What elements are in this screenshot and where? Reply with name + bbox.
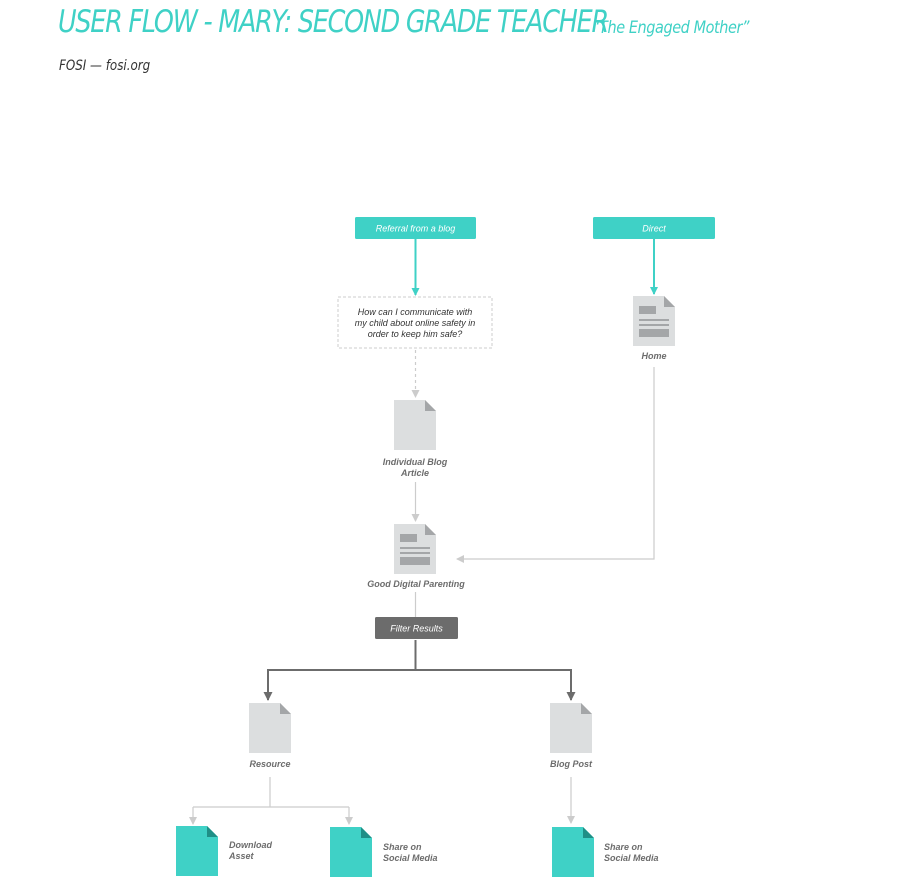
entry-referral: Referral from a blog (355, 217, 476, 239)
document-icon (394, 400, 436, 450)
home-label: Home (641, 351, 666, 361)
node-resource: Resource (249, 703, 291, 769)
node-individual-blog-article: Individual Blog Article (383, 400, 448, 478)
action-download-asset: Download Asset (176, 826, 272, 876)
action-share-resource: Share on Social Media (330, 827, 438, 877)
page-title: USER FLOW - MARY: SECOND GRADE TEACHER (58, 4, 609, 40)
share-b-label-line-2: Social Media (604, 853, 659, 863)
article-label-line-1: Individual Blog (383, 457, 448, 467)
action-share-blog-post: Share on Social Media (552, 827, 659, 877)
share-b-label-line-1: Share on (604, 842, 643, 852)
page-subtitle: “The Engaged Mother” (592, 18, 750, 38)
teal-document-icon (176, 826, 218, 876)
entry-referral-label: Referral from a blog (376, 224, 456, 234)
document-icon (550, 703, 592, 753)
blog-post-label: Blog Post (550, 759, 593, 769)
document-icon (249, 703, 291, 753)
entry-direct: Direct (593, 217, 715, 239)
arrow-home-to-gdp (456, 367, 655, 563)
download-label-line-2: Asset (228, 851, 255, 861)
download-label-line-1: Download (229, 840, 272, 850)
gdp-label: Good Digital Parenting (367, 579, 465, 589)
node-good-digital-parenting: Good Digital Parenting (367, 524, 465, 589)
filter-results-label: Filter Results (390, 624, 443, 634)
question-line-3: order to keep him safe? (368, 329, 463, 339)
connectors (189, 239, 658, 825)
node-blog-post: Blog Post (550, 703, 593, 769)
teal-document-icon (330, 827, 372, 877)
question-line-1: How can I communicate with (358, 307, 473, 317)
node-home: Home (633, 296, 675, 361)
entry-direct-label: Direct (642, 224, 666, 234)
resource-label: Resource (249, 759, 290, 769)
user-question: How can I communicate with my child abou… (337, 296, 493, 349)
share-a-label-line-2: Social Media (383, 853, 438, 863)
filter-results: Filter Results (375, 617, 458, 639)
document-with-content-icon (633, 296, 675, 346)
document-with-content-icon (394, 524, 436, 574)
share-a-label-line-1: Share on (383, 842, 422, 852)
question-line-2: my child about online safety in (355, 318, 476, 328)
org-credit: FOSI — fosi.org (59, 58, 151, 74)
teal-document-icon (552, 827, 594, 877)
article-label-line-2: Article (400, 468, 429, 478)
